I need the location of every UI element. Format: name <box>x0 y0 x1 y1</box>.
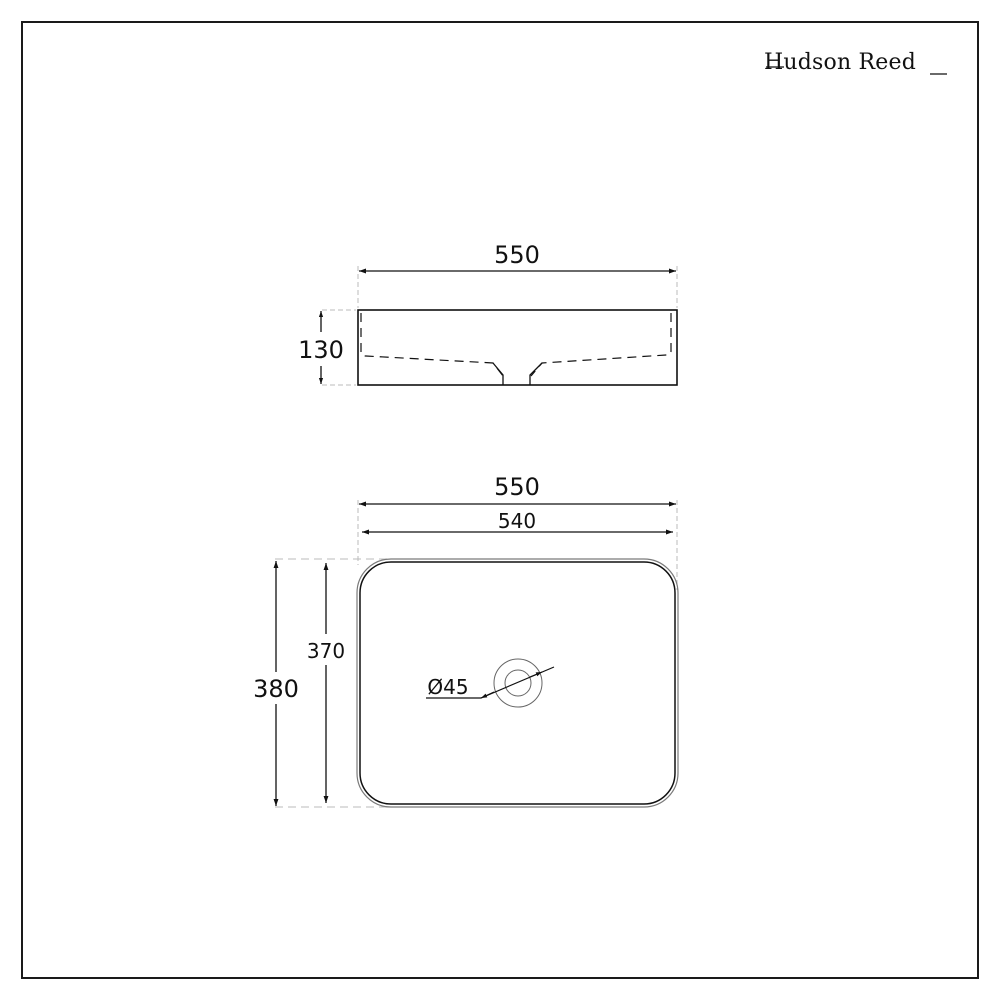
brand-name: Hudson Reed <box>764 50 917 75</box>
basin-plan-outer-outline <box>356 558 679 808</box>
plan-view: 550 540 380 370 Ø45 <box>253 473 679 808</box>
plan-outer-width-label: 550 <box>494 473 540 501</box>
waste-inner-circle <box>504 669 532 697</box>
side-width-label: 550 <box>494 241 540 269</box>
brand-logo: Hudson Reed <box>764 50 916 75</box>
brand-logo-lines <box>766 66 947 75</box>
plan-inner-depth-label: 370 <box>307 639 345 663</box>
basin-plan-rim-outline <box>359 561 676 805</box>
side-height-label: 130 <box>298 336 344 364</box>
drawing-frame <box>21 21 979 979</box>
basin-side-outline <box>357 309 678 386</box>
basin-hidden-interior <box>360 313 672 377</box>
waste-outlet-side <box>492 362 543 385</box>
waste-outer-circle <box>493 658 543 708</box>
side-elevation-view: 550 130 <box>298 241 678 386</box>
plan-inner-width-label: 540 <box>498 509 536 533</box>
plan-outer-depth-label: 380 <box>253 675 299 703</box>
waste-diameter-label: Ø45 <box>427 675 468 699</box>
